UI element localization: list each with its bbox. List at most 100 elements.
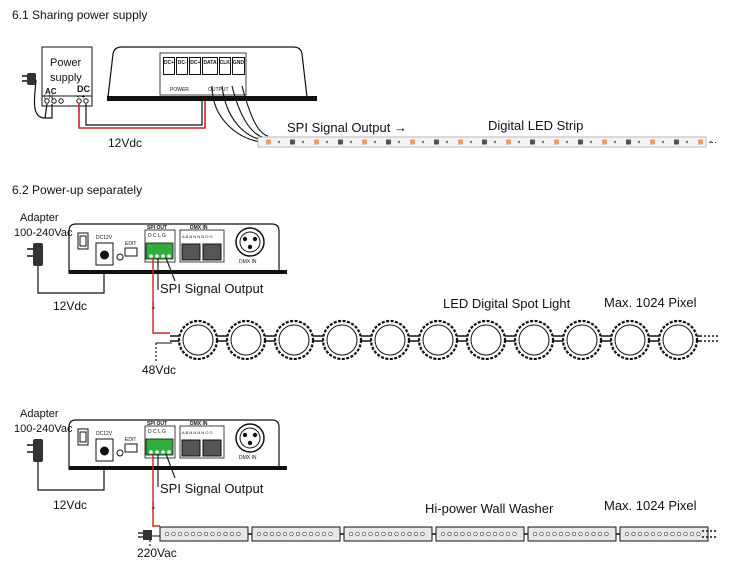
power-voltage-6-3: 220Vac (137, 546, 177, 560)
strip-dot (373, 140, 377, 144)
voltage-label-6-2: 12Vdc (53, 299, 88, 313)
strip-chip (314, 139, 319, 145)
strip-dot (637, 140, 641, 144)
wall-washer-led (591, 531, 596, 537)
voltage-label-6-3: 12Vdc (53, 498, 88, 512)
spi-out-label-6-2: SPI OUT (147, 225, 168, 231)
wall-washer-led (650, 531, 656, 537)
wall-washer-led (676, 531, 682, 537)
wall-washer-led (637, 531, 643, 537)
edit-label-6-3: EDIT (125, 437, 137, 443)
strip-chip (386, 139, 391, 145)
wall-washer-led (597, 531, 603, 537)
wall-washer-chain (159, 526, 716, 542)
section-title-6-1: 6.1 Sharing power supply (12, 8, 148, 22)
strip-dot (685, 140, 689, 144)
wall-washer-led (663, 531, 669, 537)
strip-chip (626, 139, 631, 145)
power-label: POWER (170, 87, 189, 93)
strip-label: Digital LED Strip (488, 118, 584, 133)
wall-washer-led (447, 531, 452, 537)
spot-light-lens (470, 324, 502, 356)
wall-washer-led (400, 531, 406, 537)
strip-chip (650, 139, 655, 145)
spot-light-lens (326, 324, 358, 356)
terminal-0: DC+ (163, 57, 176, 75)
wall-washer-led (624, 531, 630, 537)
digital-led-strip: ··· (257, 136, 717, 148)
wall-washer-led (216, 531, 222, 537)
wall-washer-led (229, 531, 235, 537)
wall-washer-led (578, 531, 583, 537)
dc12v-label-6-2: DC12V (96, 235, 113, 241)
strip-ellipsis: ··· (708, 137, 717, 147)
wall-washer-led (499, 531, 504, 537)
adapter-label-6-3: Adapter (20, 408, 59, 420)
down-arrow-6-3: ↓ (150, 497, 157, 512)
wall-washer-led (644, 531, 649, 537)
wall-washer-led (295, 531, 301, 537)
wall-washer-led (532, 531, 538, 537)
wall-washer-led (171, 531, 176, 537)
strip-chip (434, 139, 439, 145)
terminal-4: CLK (218, 57, 231, 75)
wall-washer-led (683, 531, 688, 537)
wall-washer-led (289, 531, 294, 537)
wall-washer-led (473, 531, 478, 537)
wall-washer-led (545, 531, 551, 537)
wall-washer-led (440, 531, 446, 537)
wall-washer-led (512, 531, 517, 537)
dmx-jack-label-6-2: DMX IN (239, 259, 257, 265)
strip-dot (709, 140, 713, 144)
strip-dot (589, 140, 593, 144)
wall-washer-led (407, 531, 412, 537)
wall-washer-led (177, 531, 183, 537)
adapter-range-6-3: 100-240Vac (14, 423, 73, 435)
wall-washer-led (604, 531, 609, 537)
wall-washer-led (197, 531, 202, 537)
wall-washer-led (565, 531, 570, 537)
wall-washer-led (190, 531, 196, 537)
wall-washer-led (302, 531, 307, 537)
wall-washer-led (466, 531, 472, 537)
strip-chip (554, 139, 559, 145)
wall-washer-led (223, 531, 228, 537)
wall-washer-led (460, 531, 465, 537)
strip-chip (482, 139, 487, 145)
ac-label: AC (45, 87, 57, 96)
power-voltage-6-2: 48Vdc (142, 363, 177, 377)
wall-washer-led (453, 531, 459, 537)
wall-washer-led (479, 531, 485, 537)
wall-washer-led (505, 531, 511, 537)
wall-washer-led (203, 531, 209, 537)
wall-washer-led (361, 531, 367, 537)
ac-terminals-label: L N (44, 95, 54, 101)
wall-washer-led (689, 531, 695, 537)
terminal-1: DC- (176, 57, 189, 75)
spi-output-label-6-1: SPI Signal Output → (287, 120, 407, 135)
wall-washer-led (670, 531, 675, 537)
strip-dot (349, 140, 353, 144)
wall-washer-label: Hi-power Wall Washer (425, 501, 554, 516)
spot-light-lens (614, 324, 646, 356)
wall-washer-led (184, 531, 189, 537)
strip-chip (506, 139, 511, 145)
wall-washer-led (584, 531, 590, 537)
power-supply-label-line2: supply (50, 72, 82, 84)
spot-light-lens (374, 324, 406, 356)
voltage-label-6-1: 12Vdc (108, 136, 143, 150)
controller-front-6-3 (68, 419, 287, 470)
dc-terminals-label: - + (77, 94, 86, 101)
strip-dot (445, 140, 449, 144)
wall-washer-led (348, 531, 354, 537)
strip-chip (602, 139, 607, 145)
wall-washer-led (539, 531, 544, 537)
adapter-label-6-2: Adapter (20, 212, 59, 224)
strip-chip (338, 139, 343, 145)
wall-washer-led (394, 531, 399, 537)
wall-washer-led (164, 531, 170, 537)
dc-label: DC (77, 84, 90, 94)
max-pixel-label-6-3: Max. 1024 Pixel (604, 498, 697, 513)
strip-dot (469, 140, 473, 144)
